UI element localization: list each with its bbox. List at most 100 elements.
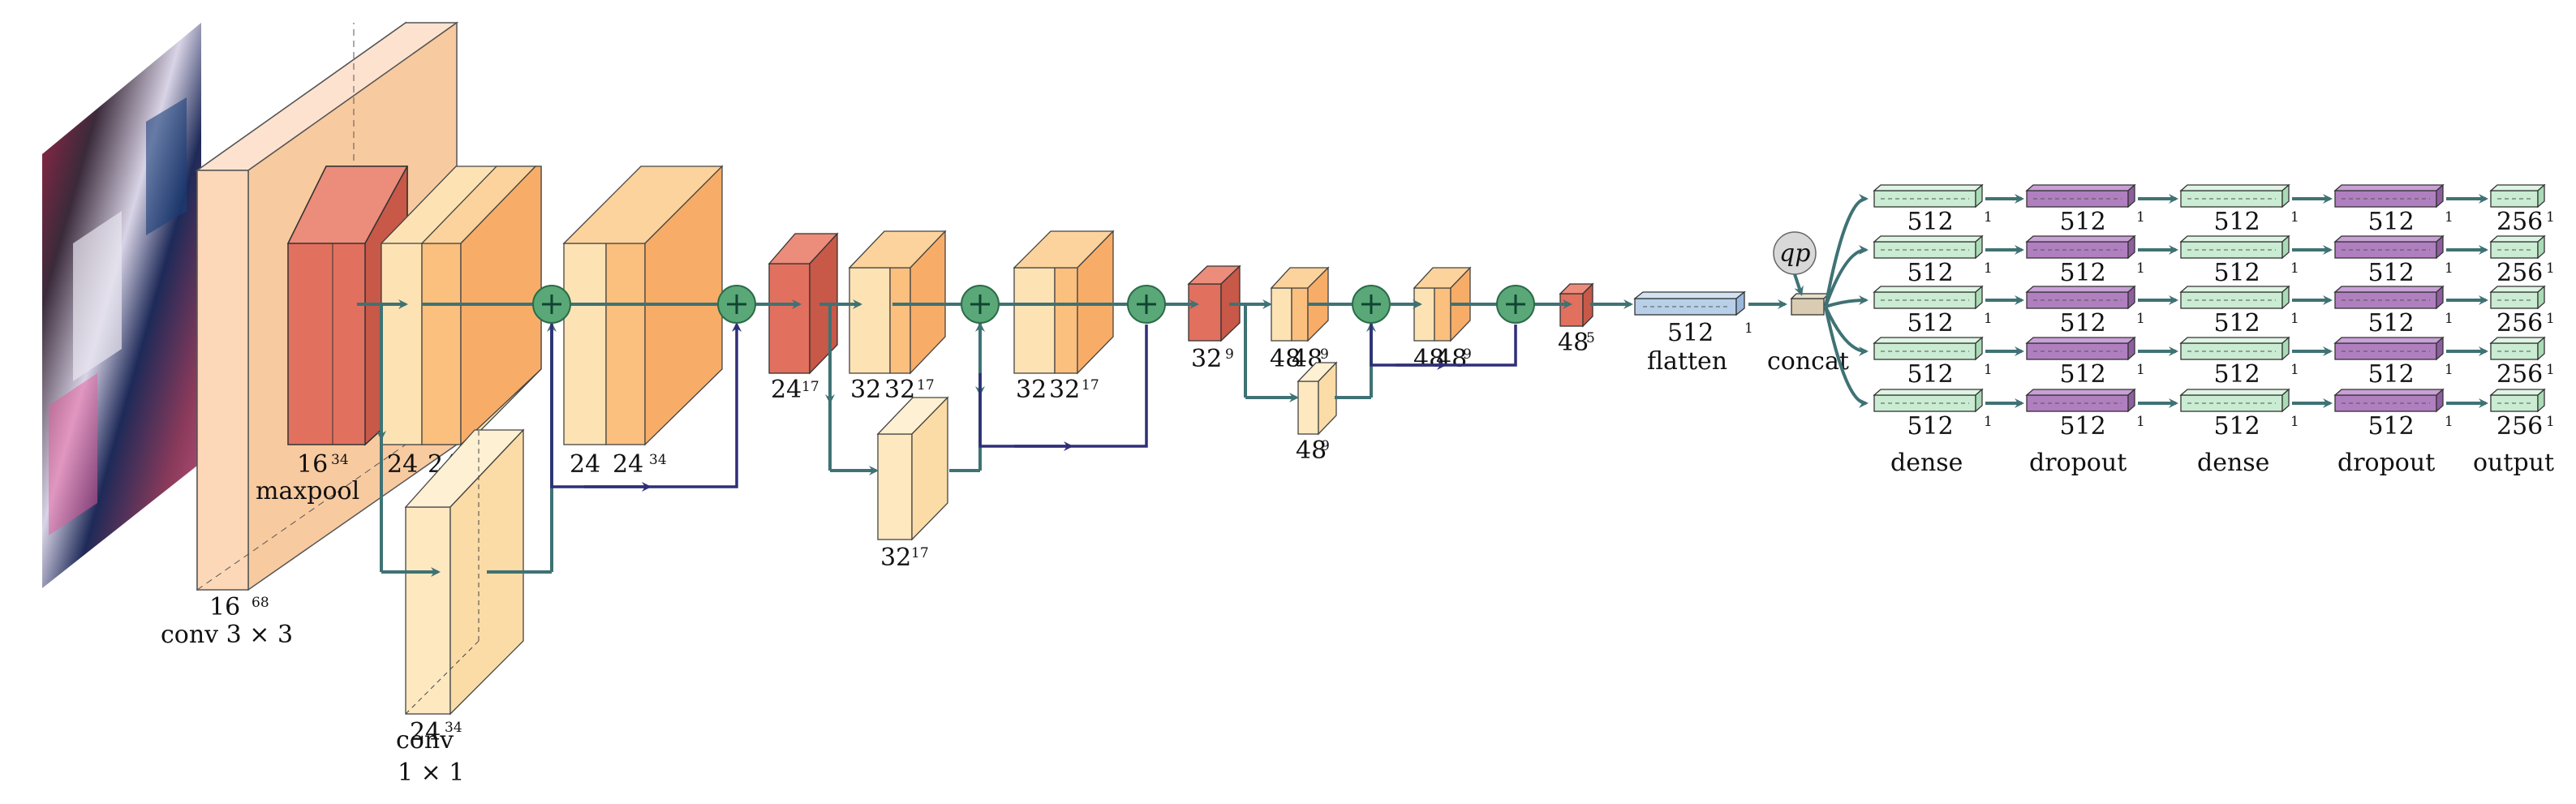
plus-node bbox=[717, 285, 756, 324]
b1b-ch1: 24 bbox=[570, 450, 600, 479]
fan-arrow bbox=[1824, 245, 1869, 307]
b1b-ch2: 24 bbox=[613, 450, 643, 479]
fan-arrow bbox=[1824, 306, 1869, 408]
layer-depth-label: 1 bbox=[2546, 311, 2555, 327]
layer-size-label: 256 bbox=[2496, 412, 2543, 441]
pool1-channels: 16 bbox=[297, 450, 328, 479]
b2b-ch1: 32 bbox=[1016, 376, 1047, 404]
layer-depth-label: 1 bbox=[2136, 311, 2145, 327]
b3a-size: 9 bbox=[1320, 346, 1329, 363]
layer-depth-label: 1 bbox=[2546, 362, 2555, 378]
conv1x1-caption-a: conv bbox=[396, 726, 454, 755]
dense-layer bbox=[2179, 388, 2290, 413]
dense-layer bbox=[1873, 183, 1984, 209]
dense-layer bbox=[2179, 183, 2290, 209]
layer-depth-label: 1 bbox=[2445, 414, 2453, 430]
dropout-layer bbox=[2025, 336, 2136, 361]
plus-node bbox=[1496, 285, 1535, 324]
flatten-caption: flatten bbox=[1647, 347, 1727, 376]
layer-size-label: 512 bbox=[2214, 208, 2260, 236]
b2s-size: 17 bbox=[911, 545, 929, 561]
layer-size-label: 256 bbox=[2496, 360, 2543, 389]
output-layer bbox=[2489, 336, 2546, 361]
layer-depth-label: 1 bbox=[2290, 260, 2299, 277]
layer-depth-label: 1 bbox=[1984, 260, 1993, 277]
dense-layer bbox=[2179, 336, 2290, 361]
head-caption-1: dropout bbox=[2029, 449, 2127, 477]
layer-size-label: 256 bbox=[2496, 309, 2543, 338]
block3-side bbox=[1297, 361, 1338, 436]
layer-depth-label: 1 bbox=[2290, 362, 2299, 378]
layer-size-label: 512 bbox=[1907, 309, 1954, 338]
pool1-caption: maxpool bbox=[256, 477, 359, 505]
layer-depth-label: 1 bbox=[2136, 414, 2145, 430]
qp-label: qp bbox=[1779, 239, 1810, 268]
conv-first-size: 68 bbox=[252, 595, 269, 611]
dense-layer bbox=[1873, 388, 1984, 413]
dense-layer bbox=[1873, 336, 1984, 361]
layer-depth-label: 1 bbox=[2136, 260, 2145, 277]
dense-layer bbox=[2179, 285, 2290, 310]
b3s-channels: 48 bbox=[1296, 436, 1327, 465]
conv1x1-channels: 24 bbox=[410, 718, 441, 746]
dropout-layer bbox=[2333, 285, 2445, 310]
layer-size-label: 512 bbox=[2214, 412, 2260, 441]
output-layer bbox=[2489, 388, 2546, 413]
block3a bbox=[1270, 266, 1330, 342]
layer-depth-label: 1 bbox=[1984, 311, 1993, 327]
layer-size-label: 512 bbox=[1907, 208, 1954, 236]
fan-arrow bbox=[1824, 194, 1869, 307]
b2a-size: 17 bbox=[917, 377, 935, 393]
b2a-ch2: 32 bbox=[884, 376, 915, 404]
b2b-size: 17 bbox=[1082, 377, 1099, 393]
head-caption-0: dense bbox=[1890, 449, 1963, 477]
input-image bbox=[42, 23, 201, 588]
flatten-size: 1 bbox=[1744, 320, 1753, 337]
output-layer bbox=[2489, 183, 2546, 209]
block2b bbox=[1013, 230, 1115, 375]
fan-arrow bbox=[1825, 295, 1869, 308]
concat-block bbox=[1790, 293, 1830, 316]
layer-size-label: 512 bbox=[2060, 259, 2106, 287]
dropout-layer bbox=[2025, 285, 2136, 310]
layer-size-label: 512 bbox=[2214, 259, 2260, 287]
layer-depth-label: 1 bbox=[2445, 260, 2453, 277]
layer-size-label: 512 bbox=[2368, 208, 2415, 236]
layer-depth-label: 1 bbox=[2445, 362, 2453, 378]
dropout-layer bbox=[2333, 336, 2445, 361]
layer-depth-label: 1 bbox=[2290, 311, 2299, 327]
layer-depth-label: 1 bbox=[2546, 260, 2555, 277]
b3s-size: 9 bbox=[1321, 438, 1330, 454]
block2a bbox=[848, 230, 947, 375]
b2b-ch2: 32 bbox=[1049, 376, 1080, 404]
layer-depth-label: 1 bbox=[2136, 209, 2145, 226]
layer-size-label: 512 bbox=[2368, 259, 2415, 287]
b1a-ch1: 24 bbox=[387, 450, 418, 479]
plus-node bbox=[961, 285, 1000, 324]
layer-size-label: 512 bbox=[1907, 259, 1954, 287]
layer-size-label: 512 bbox=[2214, 360, 2260, 389]
head-caption-2: dense bbox=[2197, 449, 2269, 477]
pool2-size: 17 bbox=[802, 379, 819, 395]
plus-node bbox=[1352, 285, 1391, 324]
layer-size-label: 512 bbox=[2368, 412, 2415, 441]
layer-depth-label: 1 bbox=[2290, 414, 2299, 430]
pool4-size: 5 bbox=[1586, 330, 1595, 346]
qp-node: qp bbox=[1773, 231, 1817, 275]
pool3-size: 9 bbox=[1225, 346, 1234, 363]
b3b-size: 9 bbox=[1463, 346, 1472, 363]
layer-size-label: 512 bbox=[2060, 412, 2106, 441]
dropout-layer bbox=[2333, 388, 2445, 413]
b3a-ch1: 48 bbox=[1270, 345, 1301, 373]
pool4-channels: 48 bbox=[1558, 329, 1589, 357]
plus-node bbox=[532, 285, 571, 324]
output-layer bbox=[2489, 234, 2546, 260]
layer-size-label: 256 bbox=[2496, 208, 2543, 236]
layer-depth-label: 1 bbox=[1984, 414, 1993, 430]
dropout-layer bbox=[2025, 234, 2136, 260]
dropout-layer bbox=[2333, 234, 2445, 260]
pool1-size: 34 bbox=[331, 452, 349, 468]
b2s-channels: 32 bbox=[880, 544, 911, 572]
